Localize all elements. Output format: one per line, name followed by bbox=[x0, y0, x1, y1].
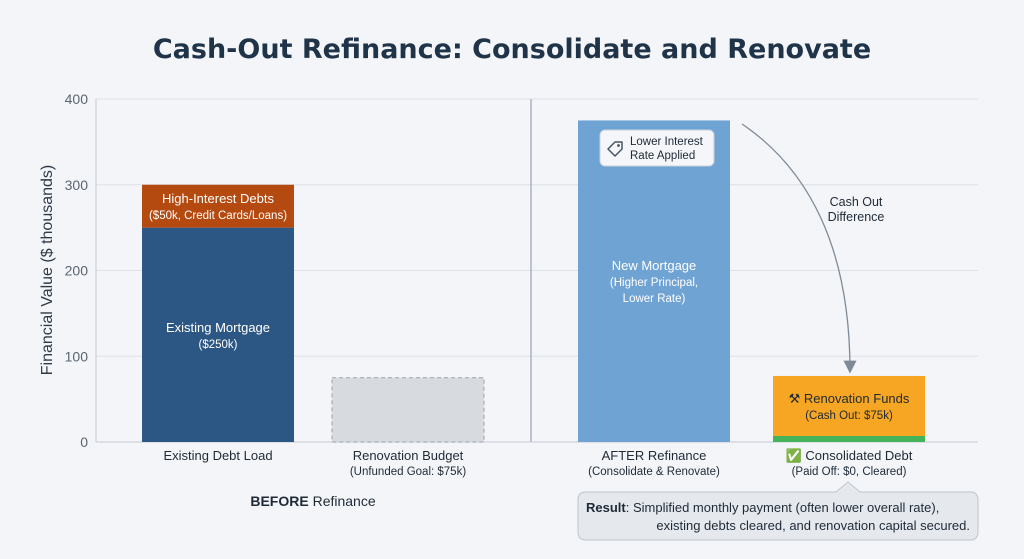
bar-data-sublabel: Lower Rate) bbox=[623, 293, 686, 305]
bar-segment bbox=[142, 184, 294, 228]
x-tick-sublabel: (Consolidate & Renovate) bbox=[588, 466, 720, 478]
bar-segment bbox=[773, 435, 925, 442]
y-axis-label: Financial Value ($ thousands) bbox=[39, 165, 56, 376]
x-tick-sublabel: (Paid Off: $0, Cleared) bbox=[792, 466, 907, 478]
x-tick-label: Existing Debt Load bbox=[163, 448, 272, 463]
bar-data-sublabel: ($50k, Credit Cards/Loans) bbox=[149, 210, 287, 222]
result-text-line: Result: Simplified monthly payment (ofte… bbox=[586, 500, 939, 515]
tag-icon-hole bbox=[617, 144, 620, 147]
tag-icon-shape bbox=[607, 141, 623, 157]
y-tick-label: 0 bbox=[80, 434, 88, 450]
x-axis-labels: Existing Debt Load Renovation Budget (Unfu… bbox=[163, 448, 912, 509]
bar-layer: Existing Mortgage ($250k) High-Interest De… bbox=[142, 120, 925, 443]
result-text-line: existing debts cleared, and renovation c… bbox=[656, 518, 970, 533]
y-tick-label: 200 bbox=[65, 263, 89, 279]
group-label-bold: BEFORE bbox=[250, 493, 308, 509]
y-tick-label: 100 bbox=[65, 348, 89, 364]
x-tick-label: Renovation Budget bbox=[353, 448, 464, 463]
result-label: Result bbox=[586, 500, 626, 515]
chart-title: Cash-Out Refinance: Consolidate and Reno… bbox=[153, 34, 871, 65]
bar-data-sublabel: (Higher Principal, bbox=[610, 277, 698, 289]
bar-segment bbox=[331, 377, 485, 443]
bar-data-label: New Mortgage bbox=[612, 258, 697, 273]
bar-data-sublabel: (Cash Out: $75k) bbox=[805, 410, 893, 422]
x-tick-label: ✅ Consolidated Debt bbox=[786, 448, 913, 463]
bar-segment bbox=[578, 120, 730, 442]
x-tick-sublabel: (Unfunded Goal: $75k) bbox=[350, 466, 467, 478]
bar-data-label: Existing Mortgage bbox=[166, 320, 270, 335]
cash-out-arrow bbox=[741, 123, 857, 374]
bar-data-sublabel: ($250k) bbox=[199, 339, 238, 351]
bar-data-label: ⚒ Renovation Funds bbox=[789, 391, 910, 406]
bar-segment bbox=[142, 227, 294, 442]
group-label: BEFORE Refinance bbox=[250, 493, 375, 509]
group-label-rest: Refinance bbox=[309, 493, 376, 509]
arrow-label: Difference bbox=[828, 210, 885, 224]
bar-data-label: High-Interest Debts bbox=[162, 191, 274, 206]
result-box bbox=[577, 481, 979, 541]
result-callout: Result: Simplified monthly payment (ofte… bbox=[577, 481, 979, 541]
y-tick-label: 300 bbox=[65, 177, 89, 193]
y-tick-label: 400 bbox=[65, 91, 89, 107]
result-text: : Simplified monthly payment (often lowe… bbox=[626, 500, 940, 515]
bar-segment bbox=[773, 375, 925, 436]
tag-text-line: Lower Interest bbox=[630, 136, 704, 148]
tag-text-line: Rate Applied bbox=[630, 150, 695, 162]
arrow-label: Cash Out bbox=[830, 195, 883, 209]
tag-box bbox=[599, 129, 715, 167]
x-tick-label: AFTER Refinance bbox=[602, 448, 707, 463]
tag-icon bbox=[607, 141, 623, 157]
